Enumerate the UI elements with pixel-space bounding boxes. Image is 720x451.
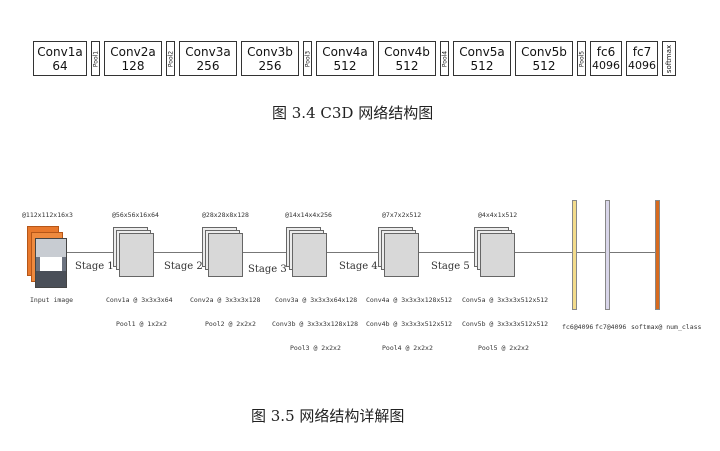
layer-name: fc6	[596, 45, 616, 59]
block-op: Pool3 @ 2x2x2	[290, 344, 341, 352]
fc6-label: fc6@4096	[562, 323, 594, 331]
layer-name: Conv1a	[37, 45, 83, 59]
layer-value: 512	[333, 59, 357, 73]
connector-line	[60, 252, 658, 253]
feature-map-layer	[208, 233, 243, 277]
stage-3-label: Stage 3	[248, 264, 287, 275]
block-dims: @4x4x1x512	[478, 211, 518, 219]
caption-figure-3-4: 图 3.4 C3D 网络结构图	[272, 104, 434, 122]
pool1-box: Pool1	[91, 41, 100, 76]
block-dims: @14x14x4x256	[285, 211, 332, 219]
pool-label: Pool2	[167, 50, 174, 67]
layer-name: Conv3a	[185, 45, 231, 59]
stage-5-label: Stage 5	[431, 261, 470, 272]
layer-value: 512	[532, 59, 556, 73]
stage-4-label: Stage 4	[339, 261, 378, 272]
softmax-box: softmax	[662, 41, 676, 76]
layer-value: 512	[470, 59, 494, 73]
feature-map-layer	[119, 233, 154, 277]
input-image-thumbnail	[35, 238, 67, 288]
block-op: Pool1 @ 1x2x2	[116, 320, 167, 328]
block-op: Conv4b @ 3x3x3x512x512	[366, 320, 453, 328]
block-dims: @56x56x16x64	[112, 211, 159, 219]
pool-label: Pool5	[578, 50, 585, 67]
fc6-bar	[572, 200, 577, 310]
layer-value: 256	[196, 59, 220, 73]
layer-name: fc7	[632, 45, 652, 59]
input-dims-label: @112x112x16x3	[22, 211, 73, 219]
pool2-box: Pool2	[166, 41, 175, 76]
pool5-box: Pool5	[577, 41, 586, 76]
feature-map-layer	[480, 233, 515, 277]
fc7-label: fc7@4096	[595, 323, 627, 331]
block-op: Conv1a @ 3x3x3x64	[106, 296, 173, 304]
pool3-box: Pool3	[303, 41, 312, 76]
block-dims: @28x28x8x128	[202, 211, 249, 219]
caption-figure-3-5: 图 3.5 网络结构详解图	[251, 407, 405, 425]
block-dims: @7x7x2x512	[382, 211, 422, 219]
layer-value: 256	[258, 59, 282, 73]
layer-value: 512	[395, 59, 419, 73]
pool-label: Pool1	[92, 50, 99, 67]
layer-value: 4096	[628, 59, 656, 72]
softmax-label: softmax	[665, 44, 673, 73]
layer-name: Conv5a	[459, 45, 505, 59]
pool-label: Pool3	[304, 50, 311, 67]
stage-1-label: Stage 1	[75, 261, 114, 272]
layer-name: Conv4a	[322, 45, 368, 59]
layer-name: Conv2a	[110, 45, 156, 59]
layer-value: 128	[121, 59, 145, 73]
pool4-box: Pool4	[440, 41, 449, 76]
block-op: Conv2a @ 3x3x3x128	[190, 296, 261, 304]
feature-map-layer	[292, 233, 327, 277]
feature-map-layer	[384, 233, 419, 277]
block-op: Conv5a @ 3x3x3x512x512	[462, 296, 549, 304]
layer-name: Conv4b	[384, 45, 430, 59]
pool-label: Pool4	[441, 50, 448, 67]
fc7-bar	[605, 200, 610, 310]
block-op: Pool4 @ 2x2x2	[382, 344, 433, 352]
layer-name: Conv3b	[247, 45, 293, 59]
block-op: Conv3b @ 3x3x3x128x128	[272, 320, 359, 328]
block-op: Conv3a @ 3x3x3x64x128	[275, 296, 358, 304]
block-op: Pool2 @ 2x2x2	[205, 320, 256, 328]
layer-value: 64	[52, 59, 68, 73]
block-op: Conv4a @ 3x3x3x128x512	[366, 296, 453, 304]
softmax-bar	[655, 200, 660, 310]
input-image-label: Input image	[30, 296, 74, 304]
block-op: Pool5 @ 2x2x2	[478, 344, 529, 352]
layer-name: Conv5b	[521, 45, 567, 59]
block-op: Conv5b @ 3x3x3x512x512	[462, 320, 549, 328]
softmax-label: softmax@ num_class	[631, 323, 702, 331]
stage-2-label: Stage 2	[164, 261, 203, 272]
layer-value: 4096	[592, 59, 620, 72]
